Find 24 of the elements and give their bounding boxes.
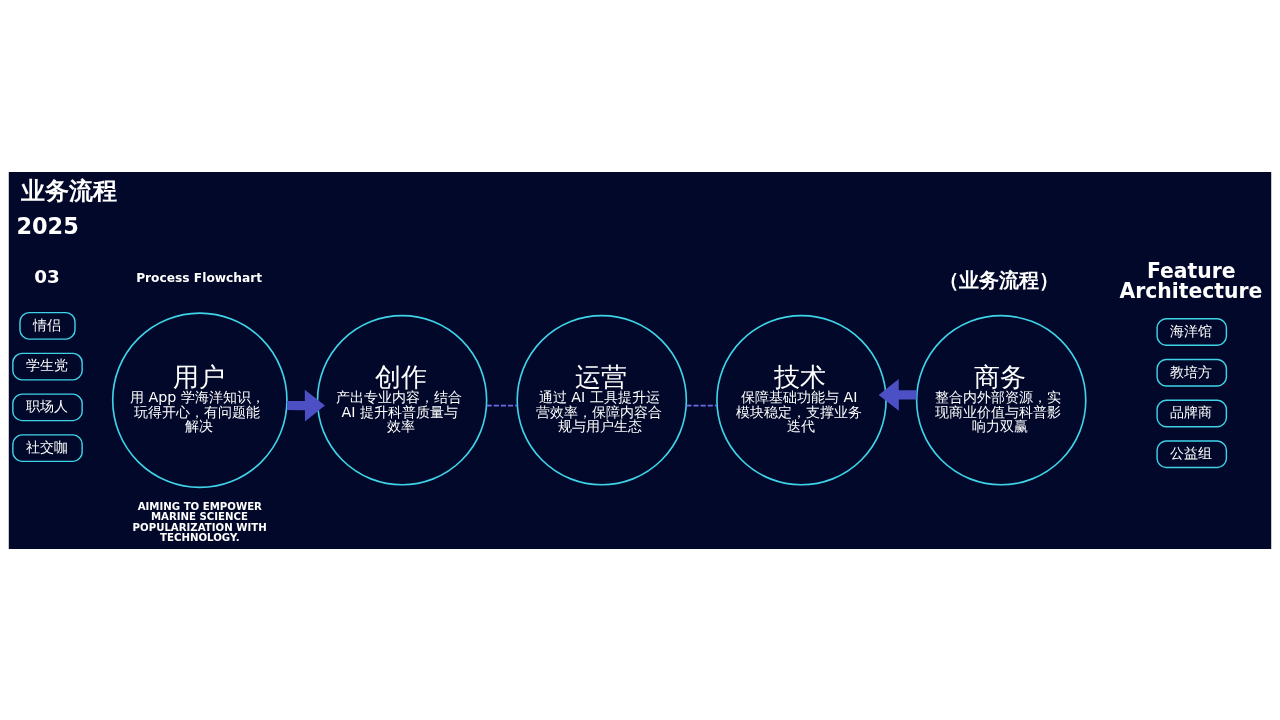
node-circle: 创作 产出专业内容，结合 AI 提升科普质量与效率 [316, 314, 488, 486]
node-box: 社交咖 [12, 433, 83, 462]
node-circle: 商务 整合内外部资源，实现商业价值与科普影响力双赢 [915, 314, 1087, 486]
arrow [286, 389, 325, 421]
label: （业务流程） [939, 267, 1060, 292]
label: Feature Architecture [1119, 258, 1263, 303]
label: 2025 [16, 212, 79, 239]
node-circle: 运营 通过 AI 工具提升运营效率，保障内容合规与用户生态 [516, 314, 688, 486]
arrow [878, 378, 917, 411]
connector [485, 404, 519, 406]
diagram-title: 业务流程 [21, 175, 118, 205]
label: 03 [34, 265, 60, 287]
node-box: 教培方 [1156, 358, 1228, 387]
node-box: 海洋馆 [1156, 317, 1228, 346]
label: Process Flowchart [136, 270, 263, 285]
node-box: 职场人 [12, 392, 83, 421]
label: AIMING TO EMPOWER MARINE SCIENCE POPULARIZATION WITH TECHNOLOGY. [132, 500, 267, 543]
node-circle: 用户 用 App 学海洋知识，玩得开心，有问题能解决 [111, 311, 288, 488]
node-box: 学生党 [12, 352, 83, 381]
node-circle: 技术 保障基础功能与 AI 模块稳定，支撑业务迭代 [716, 314, 887, 486]
connector [685, 404, 718, 406]
node-box: 品牌商 [1156, 399, 1228, 427]
node-box: 公益组 [1156, 439, 1228, 468]
node-box: 情侣 [19, 311, 76, 340]
